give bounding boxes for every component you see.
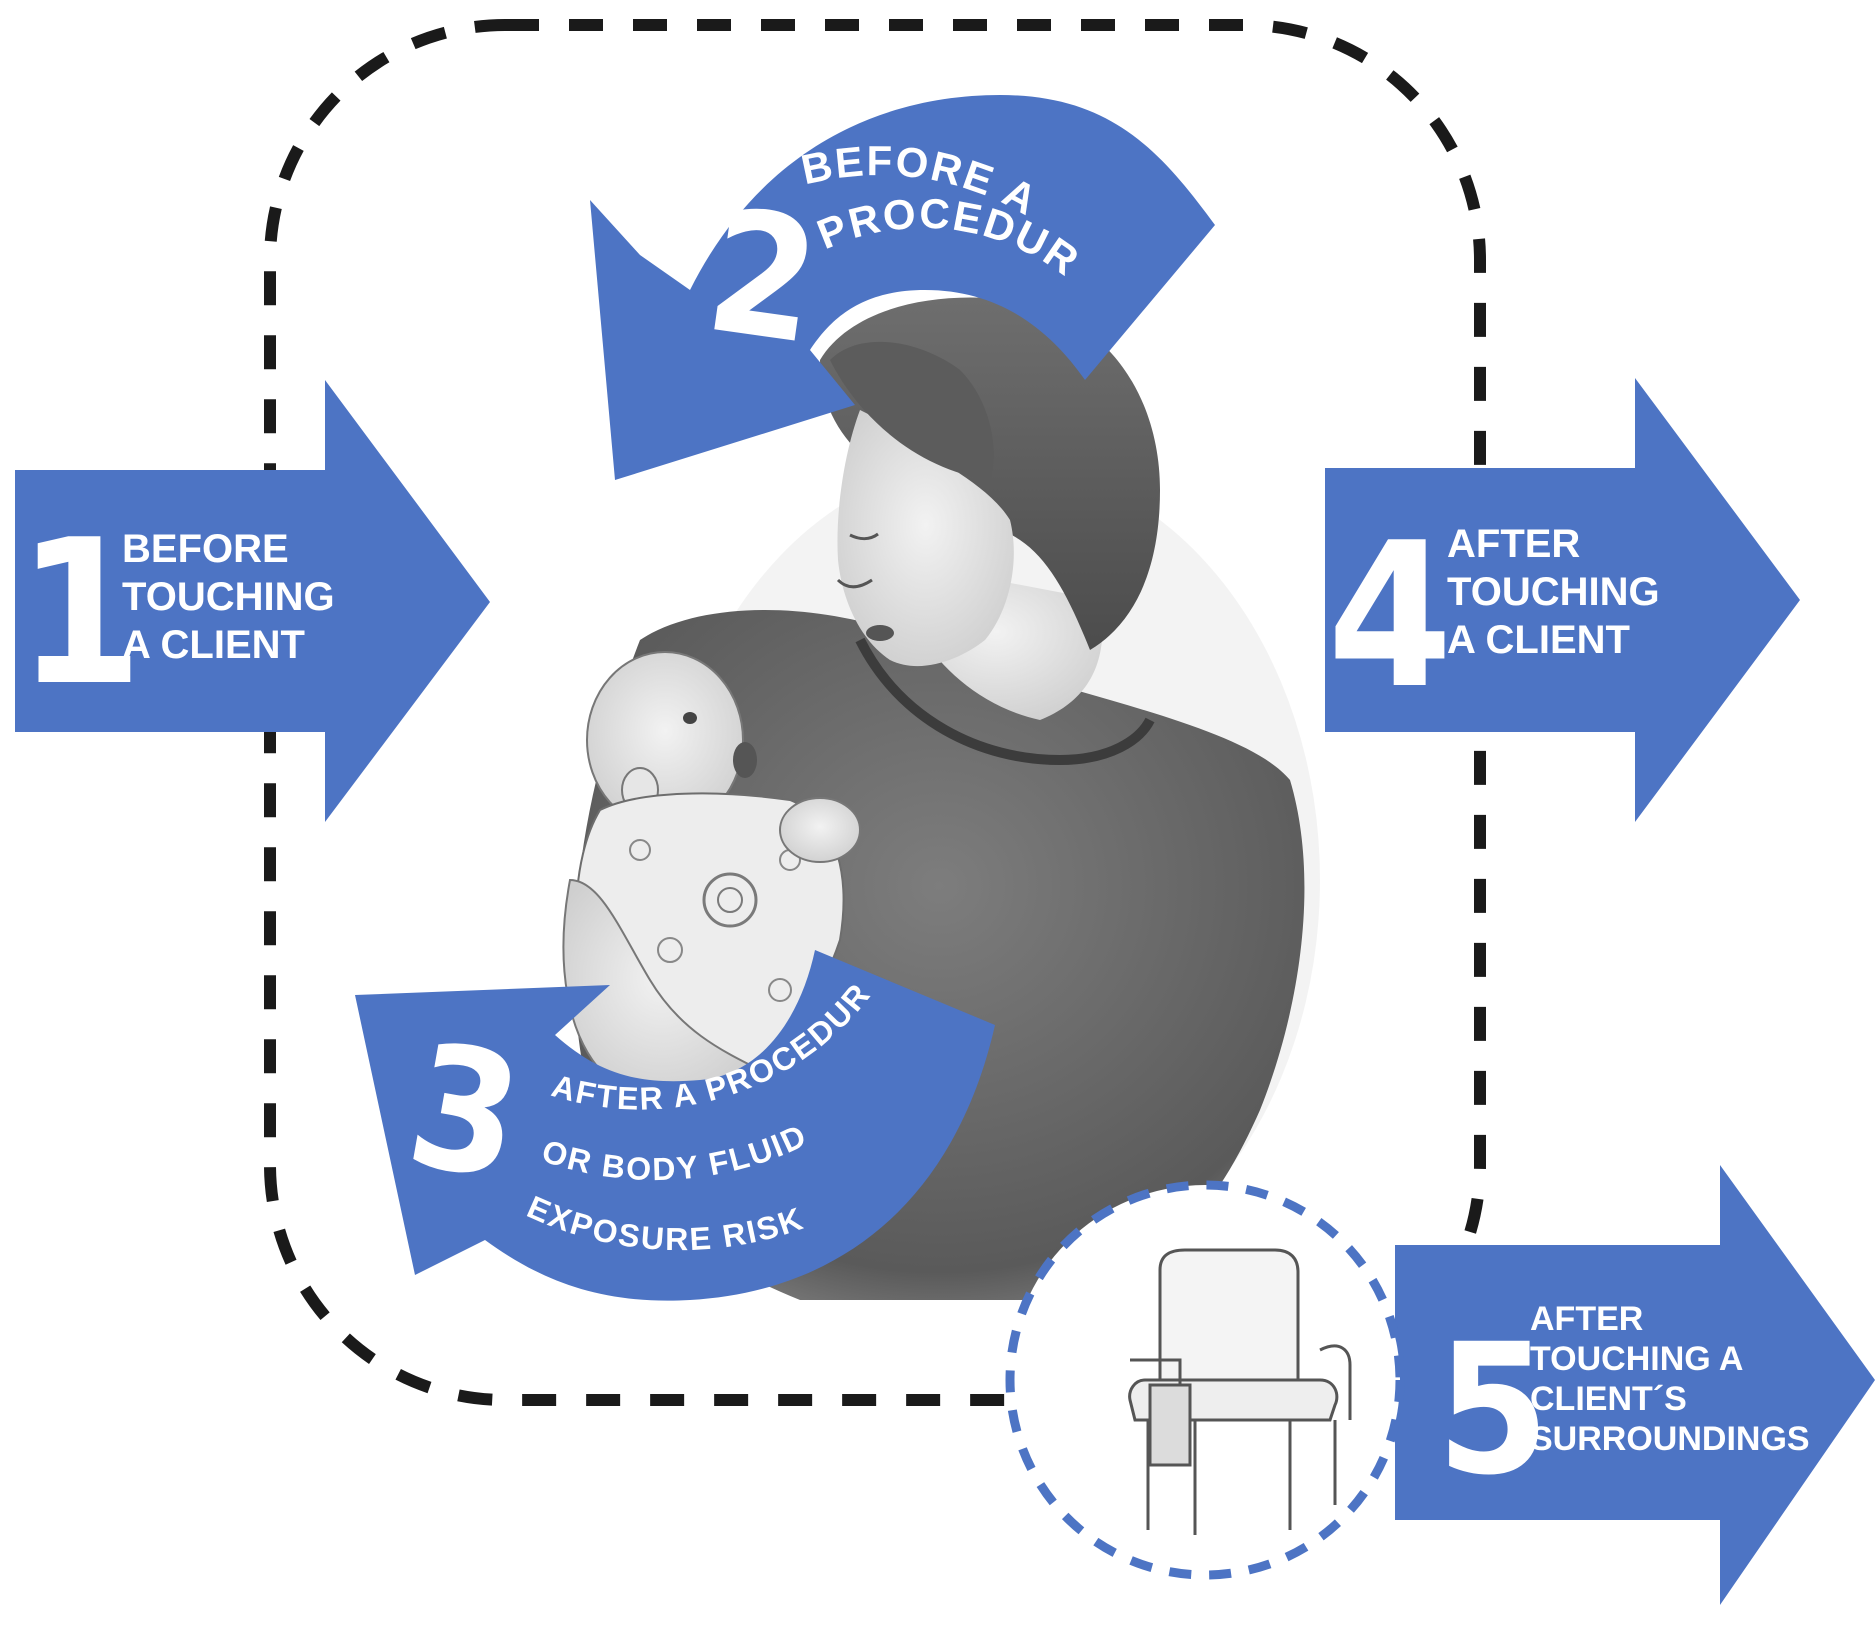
moment-1-line-3: A CLIENT [122, 623, 305, 667]
moment-1-arrow: 1 BEFORE TOUCHING A CLIENT [15, 380, 490, 822]
armchair-illustration [1128, 1248, 1352, 1535]
moment-4-number: 4 [1327, 500, 1452, 733]
moment-4-line-3: A CLIENT [1447, 618, 1630, 662]
moment-5-number: 5 [1437, 1306, 1550, 1515]
moment-5-line-2: TOUCHING A [1530, 1340, 1743, 1378]
caregiver-holding-infant-illustration [562, 297, 1320, 1300]
moment-1-number: 1 [17, 497, 142, 730]
client-surroundings [1005, 1180, 1405, 1580]
moment-4-line-1: AFTER [1447, 522, 1580, 566]
moment-1-line-2: TOUCHING [122, 575, 335, 619]
moment-1-line-1: BEFORE [122, 527, 289, 571]
moment-5-line-4: SURROUNDINGS [1530, 1420, 1810, 1458]
moment-4-arrow: 4 AFTER TOUCHING A CLIENT [1325, 378, 1800, 822]
moment-5-arrow: 5 AFTER TOUCHING A CLIENT´S SURROUNDINGS [1395, 1165, 1875, 1605]
moment-5-line-3: CLIENT´S [1530, 1380, 1687, 1418]
moment-4-line-2: TOUCHING [1447, 570, 1660, 614]
moment-5-line-1: AFTER [1530, 1300, 1643, 1338]
